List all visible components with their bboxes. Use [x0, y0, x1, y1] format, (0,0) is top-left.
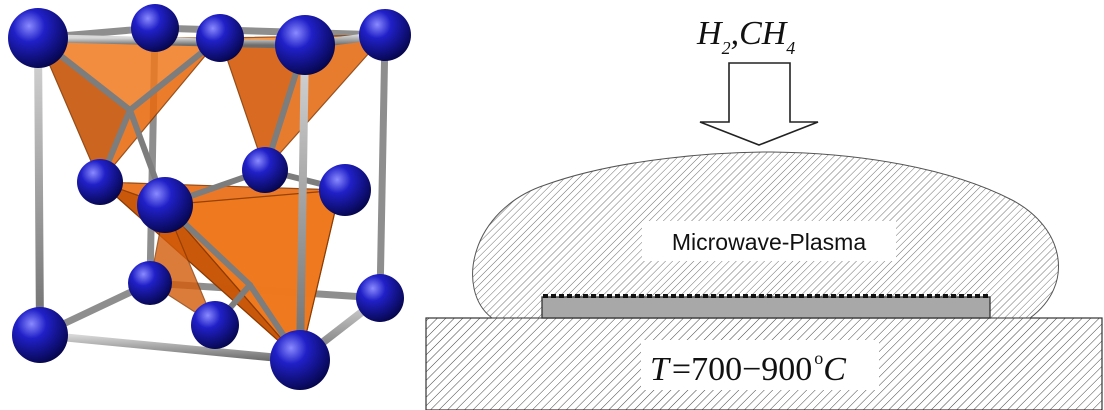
- atom: [196, 14, 244, 62]
- plasma-label: Microwave-Plasma: [672, 229, 866, 255]
- atom: [319, 164, 371, 216]
- atom: [191, 301, 239, 349]
- plasma-label-background: [642, 221, 896, 261]
- atom: [356, 274, 404, 322]
- atom: [131, 4, 179, 52]
- substrate: [541, 296, 991, 319]
- gas-flow-arrow: [699, 62, 819, 146]
- atom: [242, 147, 288, 193]
- carbon-atoms: [8, 4, 411, 390]
- diamond-unit-cell: [8, 4, 411, 390]
- atom: [359, 9, 411, 61]
- atom: [275, 15, 335, 75]
- atom: [12, 307, 68, 363]
- tetrahedron-lower-left: [149, 204, 216, 326]
- gas-label: H2,CH4: [696, 15, 795, 58]
- atom: [77, 159, 123, 205]
- atom: [128, 261, 172, 305]
- tetrahedra: [37, 34, 386, 361]
- atom: [8, 8, 68, 68]
- temperature-label-background: [641, 340, 879, 390]
- atom: [137, 177, 193, 233]
- atom: [270, 330, 330, 390]
